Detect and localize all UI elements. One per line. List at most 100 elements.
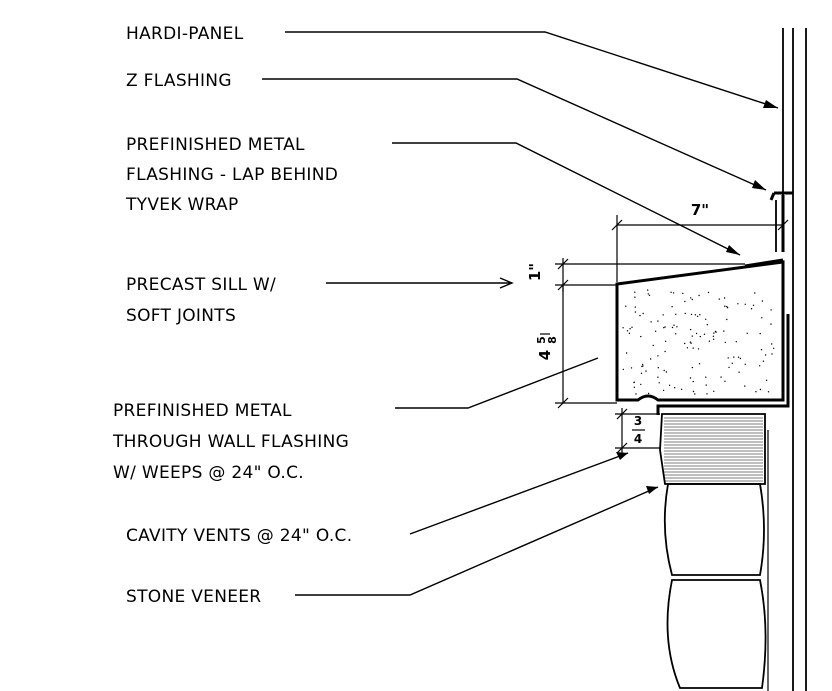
leaders <box>262 31 779 596</box>
dim-34-den: 4 <box>634 432 642 446</box>
hatched-stone <box>659 413 766 485</box>
stipple-dot <box>657 320 659 322</box>
stipple-dot <box>694 314 697 316</box>
stipple-dot <box>634 311 637 313</box>
stipple-dot <box>692 380 694 383</box>
stipple-dot <box>724 305 726 307</box>
stipple-dot <box>657 376 659 378</box>
stipple-dot <box>689 377 692 379</box>
stipple-dot <box>761 317 763 319</box>
stipple-dot <box>691 335 693 337</box>
through-wall-flashing-shape <box>656 314 790 415</box>
stipple-dot <box>665 371 668 373</box>
dimension-3-4in: 3 4 <box>615 408 660 455</box>
stipple-dot <box>640 383 642 386</box>
stipple-dot <box>645 370 647 372</box>
stipple-dot <box>726 305 728 308</box>
stipple-dot <box>755 391 757 393</box>
stipple-dot <box>738 371 740 373</box>
stipple-dot <box>658 382 660 384</box>
stipple-dot <box>642 365 644 367</box>
dim-1-label: 1" <box>526 263 544 281</box>
stipple-dot <box>691 298 693 301</box>
stipple-dot <box>760 349 763 351</box>
stipple-dot <box>640 335 642 338</box>
stipple-dot <box>694 393 696 395</box>
stipple-dot <box>662 389 665 392</box>
stipple-dot <box>699 314 701 316</box>
stipple-dot <box>712 338 715 340</box>
stipple-dot <box>647 289 649 291</box>
stipple-dot <box>692 347 694 349</box>
stipple-dot <box>647 392 650 395</box>
stipple-dot <box>759 332 761 335</box>
stipple-dot <box>650 321 652 323</box>
stipple-dot <box>639 314 641 317</box>
stipple-dot <box>754 292 756 294</box>
stipple-dot <box>705 318 707 320</box>
stipple-dot <box>641 363 644 366</box>
stipple-dot <box>635 393 637 395</box>
dimension-1in: 1" <box>526 258 745 292</box>
stipple-dot <box>662 314 664 316</box>
stipple-dot <box>650 358 652 360</box>
z-flashing-shape <box>769 191 793 252</box>
stipple-dot <box>642 312 644 315</box>
stipple-dot <box>752 304 755 306</box>
stipple-dot <box>684 342 686 345</box>
stipple-dot <box>682 292 684 295</box>
stipple-dot <box>689 341 692 343</box>
stipple-dot <box>737 356 740 358</box>
label-cavity-vents: CAVITY VENTS @ 24" O.C. <box>126 526 352 546</box>
stipple-dot <box>723 330 725 332</box>
stipple-dot <box>714 330 717 333</box>
stipple-dot <box>744 385 746 387</box>
stipple-dot <box>770 309 772 311</box>
stipple-dot <box>670 291 672 293</box>
label-stone-veneer: STONE VENEER <box>126 587 261 607</box>
label-precast-2: SOFT JOINTS <box>126 306 236 326</box>
stipple-dot <box>759 365 761 367</box>
stipple-dot <box>771 343 773 345</box>
stipple-dot <box>625 305 627 307</box>
stipple-dot <box>640 372 643 374</box>
stipple-dot <box>622 327 624 329</box>
stipple-dot <box>674 387 676 389</box>
stipple-dot <box>686 347 689 349</box>
stipple-dot <box>744 363 746 365</box>
dim-7-label: 7" <box>691 201 709 219</box>
dim-4-num: 5 <box>535 336 548 344</box>
stipple-dot <box>713 390 715 392</box>
stipple-dot <box>626 330 629 332</box>
stipple-dot <box>765 379 768 381</box>
stipple-dot <box>739 357 742 360</box>
stipple-dot <box>634 306 636 308</box>
stipple-dot <box>731 362 733 364</box>
stipple-dot <box>675 313 677 315</box>
stipple-dot <box>707 291 710 294</box>
stipple-dot <box>630 367 633 369</box>
stipple-dot <box>654 330 657 332</box>
stipple-dot <box>718 298 720 300</box>
label-precast-1: PRECAST SILL W/ <box>126 275 276 295</box>
stipple-dot <box>633 381 635 384</box>
stipple-dot <box>622 368 624 371</box>
label-hardi-panel: HARDI-PANEL <box>126 24 244 44</box>
stipple-dot <box>708 340 711 342</box>
stipple-dot <box>728 366 730 369</box>
stipple-dot <box>703 333 706 335</box>
stipple-dot <box>684 312 686 315</box>
stipple-dot <box>697 348 700 350</box>
stipple-dot <box>671 306 673 308</box>
stipple-dot <box>690 342 692 344</box>
stipple-dot <box>750 308 753 310</box>
stipple-dot <box>671 326 674 329</box>
stipple-dot <box>696 315 699 317</box>
label-through-wall-2: THROUGH WALL FLASHING <box>112 432 349 452</box>
stipple-dot <box>634 296 636 298</box>
dim-4-whole: 4 <box>536 350 554 360</box>
stipple-dot <box>625 352 628 354</box>
stipple-dot <box>770 323 772 325</box>
stipple-dot <box>695 332 698 335</box>
